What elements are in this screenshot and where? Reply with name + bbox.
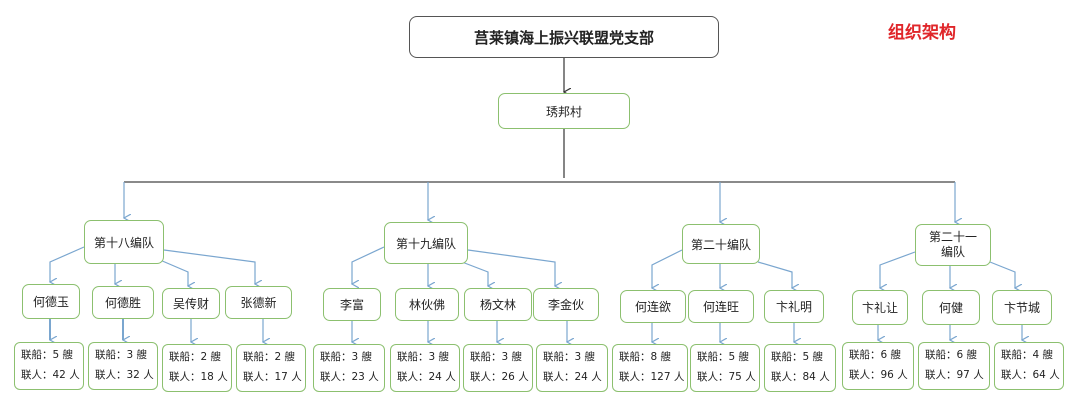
member-node: 卞节城 <box>992 290 1052 325</box>
stat-box: 联船：3 艘联人：26 人 <box>463 344 533 392</box>
member-node: 林伙佛 <box>395 288 459 321</box>
member-node: 卞礼让 <box>852 290 908 325</box>
stat-box: 联船：3 艘联人：24 人 <box>390 344 460 392</box>
member-node: 何德玉 <box>22 284 80 319</box>
group-node-20: 第二十编队 <box>682 224 760 264</box>
group-node-18: 第十八编队 <box>84 220 164 264</box>
group-node-21: 第二十一编队 <box>915 224 991 266</box>
stat-box: 联船：2 艘联人：17 人 <box>236 344 306 392</box>
member-node: 吴传财 <box>162 288 220 319</box>
stat-box: 联船：8 艘联人：127 人 <box>612 344 688 392</box>
stat-box: 联船：5 艘联人：84 人 <box>764 344 836 392</box>
stat-box: 联船：3 艘联人：32 人 <box>88 342 158 390</box>
member-node: 何连旺 <box>688 290 754 323</box>
diagram-title: 组织架构 <box>888 23 956 43</box>
stat-box: 联船：6 艘联人：97 人 <box>918 342 990 390</box>
member-node: 何健 <box>922 290 980 325</box>
stat-box: 联船：3 艘联人：24 人 <box>536 344 608 392</box>
member-node: 李富 <box>323 288 381 321</box>
stat-box: 联船：6 艘联人：96 人 <box>842 342 914 390</box>
member-node: 何连欲 <box>620 290 686 323</box>
stat-box: 联船：3 艘联人：23 人 <box>313 344 385 392</box>
group-node-19: 第十九编队 <box>384 222 468 264</box>
stat-box: 联船：2 艘联人：18 人 <box>162 344 232 392</box>
member-node: 李金伙 <box>533 288 599 321</box>
stat-box: 联船：5 艘联人：75 人 <box>690 344 760 392</box>
member-node: 张德新 <box>225 286 292 319</box>
member-node: 何德胜 <box>92 286 154 319</box>
village-node: 琇邦村 <box>498 93 630 129</box>
root-node: 莒莱镇海上振兴联盟党支部 <box>409 16 719 58</box>
member-node: 卞礼明 <box>764 290 824 323</box>
stat-box: 联船：4 艘联人：64 人 <box>994 342 1064 390</box>
member-node: 杨文林 <box>464 288 532 321</box>
stat-box: 联船：5 艘联人：42 人 <box>14 342 84 390</box>
